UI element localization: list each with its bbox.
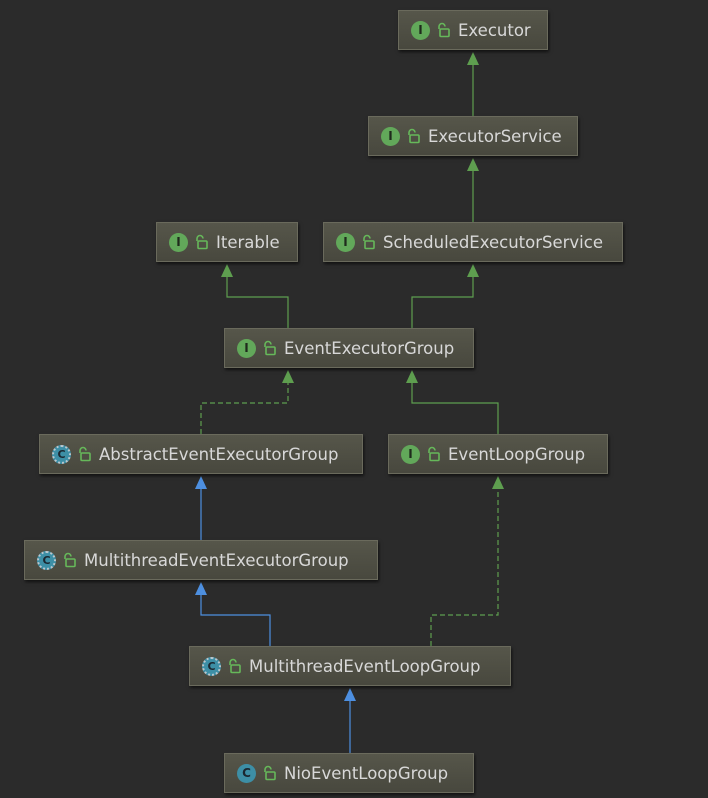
interface-badge-icon: I (336, 232, 355, 252)
arrow-head-icon (282, 370, 294, 383)
node-label: Executor (458, 20, 531, 40)
edge-abstract-event-executor-group-to-event-executor-group (200, 370, 294, 434)
arrow-head-icon (344, 688, 356, 701)
abstract-class-badge-icon: C (202, 656, 221, 676)
node-label: ScheduledExecutorService (383, 232, 603, 252)
edge-line (411, 382, 499, 434)
arrow-head-icon (467, 158, 479, 171)
arrow-head-icon (467, 264, 479, 277)
arrow-head-icon (492, 476, 504, 489)
node-event-executor-group[interactable]: I EventExecutorGroup (224, 328, 474, 368)
node-label: MultithreadEventExecutorGroup (84, 550, 349, 570)
edge-event-executor-group-to-scheduled-executor-service (411, 264, 479, 328)
public-unlock-icon (62, 552, 76, 568)
edge-line (200, 382, 289, 434)
node-label: AbstractEventExecutorGroup (99, 444, 339, 464)
node-scheduled-executor-service[interactable]: I ScheduledExecutorService (323, 222, 623, 262)
edge-line (411, 276, 474, 328)
node-label: MultithreadEventLoopGroup (249, 656, 481, 676)
interface-badge-icon: I (381, 126, 400, 146)
interface-badge-icon: I (411, 20, 430, 40)
edge-event-executor-group-to-iterable (221, 264, 289, 328)
node-executor[interactable]: I Executor (398, 10, 548, 50)
arrow-head-icon (221, 264, 233, 277)
node-label: ExecutorService (428, 126, 562, 146)
node-executor-service[interactable]: I ExecutorService (368, 116, 578, 156)
edge-multithread-event-loop-group-to-event-loop-group (430, 476, 504, 646)
node-event-loop-group[interactable]: I EventLoopGroup (388, 434, 608, 474)
arrow-head-icon (195, 476, 207, 489)
edge-line (200, 594, 271, 646)
public-unlock-icon (262, 340, 276, 356)
public-unlock-icon (262, 765, 276, 781)
public-unlock-icon (77, 446, 91, 462)
edge-event-loop-group-to-event-executor-group (406, 370, 499, 434)
arrow-head-icon (406, 370, 418, 383)
abstract-class-badge-icon: C (37, 550, 56, 570)
node-multithread-event-executor-group[interactable]: C MultithreadEventExecutorGroup (24, 540, 378, 580)
abstract-class-badge-icon: C (52, 444, 71, 464)
public-unlock-icon (426, 446, 440, 462)
arrow-head-icon (195, 582, 207, 595)
public-unlock-icon (406, 128, 420, 144)
public-unlock-icon (436, 22, 450, 38)
class-badge-icon: C (237, 763, 256, 783)
interface-badge-icon: I (237, 338, 256, 358)
arrow-head-icon (467, 52, 479, 65)
node-label: EventExecutorGroup (284, 338, 455, 358)
edge-scheduled-executor-service-to-executor-service (467, 158, 479, 222)
edge-line (430, 488, 499, 646)
edge-nio-event-loop-group-to-multithread-event-loop-group (344, 688, 356, 753)
node-nio-event-loop-group[interactable]: C NioEventLoopGroup (224, 753, 474, 793)
public-unlock-icon (227, 658, 241, 674)
node-iterable[interactable]: I Iterable (156, 222, 298, 262)
interface-badge-icon: I (401, 444, 420, 464)
node-label: Iterable (216, 232, 280, 252)
node-multithread-event-loop-group[interactable]: C MultithreadEventLoopGroup (189, 646, 511, 686)
edge-line (226, 276, 289, 328)
node-abstract-event-executor-group[interactable]: C AbstractEventExecutorGroup (39, 434, 363, 474)
edge-multithread-event-executor-group-to-abstract-event-executor-group (195, 476, 207, 540)
interface-badge-icon: I (169, 232, 188, 252)
public-unlock-icon (194, 234, 208, 250)
node-label: NioEventLoopGroup (284, 763, 449, 783)
node-label: EventLoopGroup (448, 444, 586, 464)
public-unlock-icon (361, 234, 375, 250)
edge-multithread-event-loop-group-to-multithread-event-executor-group (195, 582, 271, 646)
edge-executor-service-to-executor (467, 52, 479, 116)
